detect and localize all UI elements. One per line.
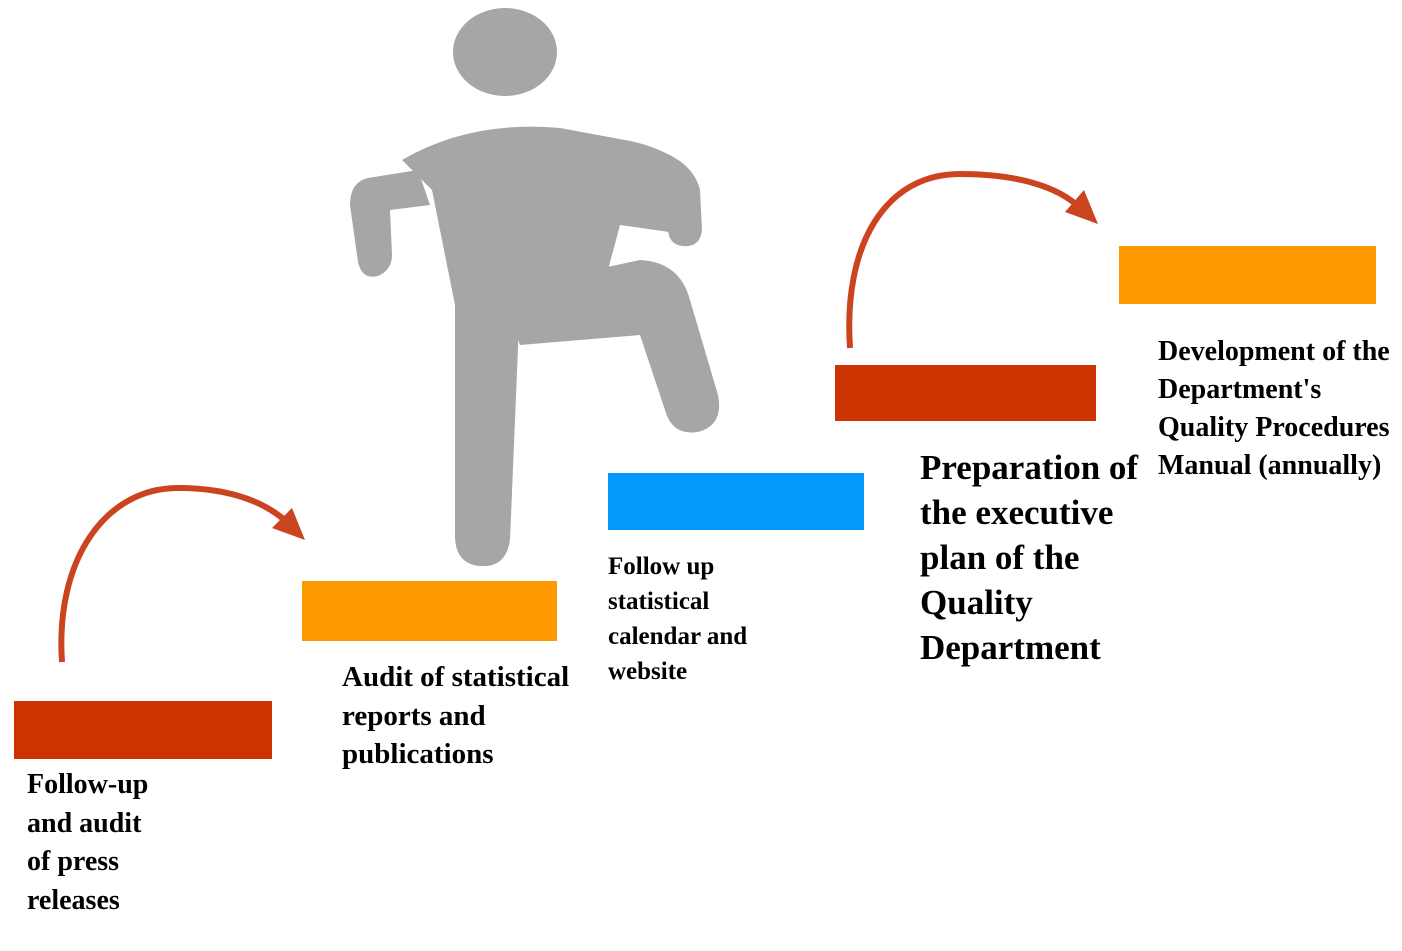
step-bar-3 — [608, 473, 864, 530]
step-label-4: Preparation of the executive plan of the… — [920, 448, 1139, 667]
step-label-1: Follow-up and audit of press releases — [27, 769, 149, 916]
step-bar-4 — [835, 365, 1096, 421]
step-bar-2 — [302, 581, 557, 641]
step-bar-5 — [1119, 246, 1376, 304]
step-bar-1 — [14, 701, 272, 759]
step-label-3: Follow up statistical calendar and websi… — [608, 553, 748, 685]
step-label-2: Audit of statistical reports and publica… — [342, 661, 570, 770]
step-label-5: Development of the Department's Quality … — [1158, 336, 1390, 481]
